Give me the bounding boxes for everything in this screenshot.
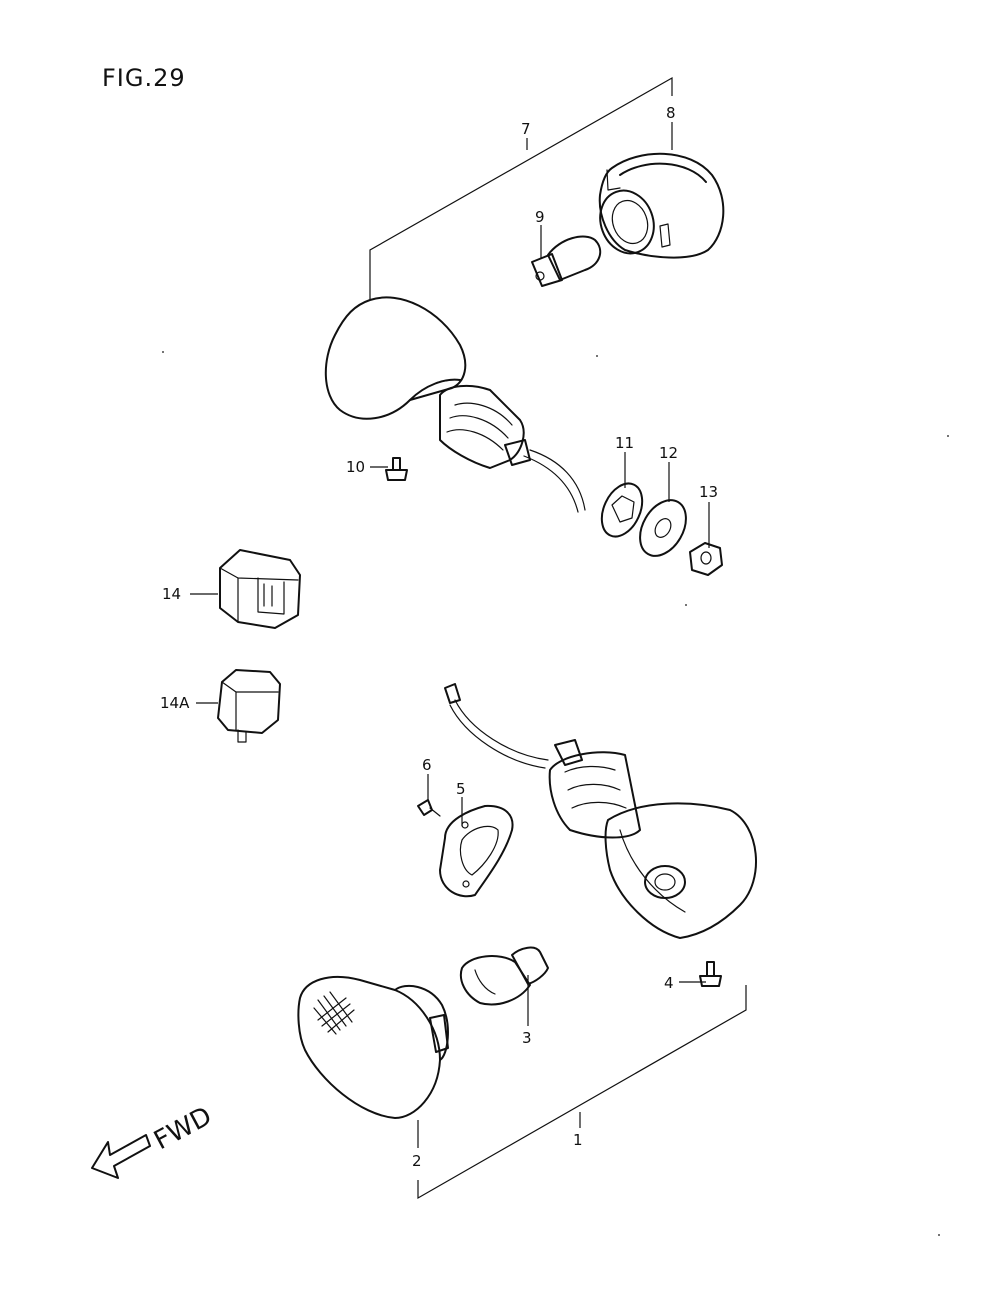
- part-8-housing: [598, 152, 725, 259]
- callout-11: 11: [615, 434, 634, 452]
- part-7-signal-body: [324, 296, 586, 513]
- fwd-label: FWD: [149, 1101, 217, 1156]
- part-4-screw: [699, 961, 722, 987]
- part-3-bulb: [460, 946, 549, 1006]
- callout-8: 8: [666, 104, 676, 122]
- part-11-nut: [600, 482, 644, 538]
- callout-6: 6: [422, 756, 432, 774]
- bracket-assembly-1: [417, 985, 747, 1200]
- part-12-washer: [639, 499, 687, 557]
- callout-13: 13: [699, 483, 718, 501]
- part-2-lens: [297, 975, 449, 1119]
- part-14-relay: [219, 549, 301, 629]
- part-1-signal-body: [444, 683, 757, 939]
- callout-9: 9: [535, 208, 545, 226]
- part-5-gasket: [439, 804, 514, 898]
- callout-3: 3: [522, 1029, 532, 1047]
- part-6-screw: [417, 799, 441, 817]
- callout-7: 7: [521, 120, 531, 138]
- fwd-arrow-icon: [91, 1134, 151, 1179]
- part-10-screw: [385, 457, 408, 481]
- callout-5: 5: [456, 780, 466, 798]
- leader-lines: [190, 122, 710, 1148]
- figure-title: FIG.29: [102, 64, 186, 92]
- part-13-nut: [689, 542, 723, 576]
- callout-4: 4: [664, 974, 674, 992]
- callout-10: 10: [346, 458, 365, 476]
- callout-14a: 14A: [160, 694, 190, 712]
- part-9-bulb: [531, 235, 602, 287]
- callout-2: 2: [412, 1152, 422, 1170]
- callout-1: 1: [573, 1131, 583, 1149]
- part-14a-relay: [217, 669, 281, 743]
- callout-12: 12: [659, 444, 678, 462]
- bracket-assembly-7: [369, 76, 673, 300]
- callout-14: 14: [162, 585, 181, 603]
